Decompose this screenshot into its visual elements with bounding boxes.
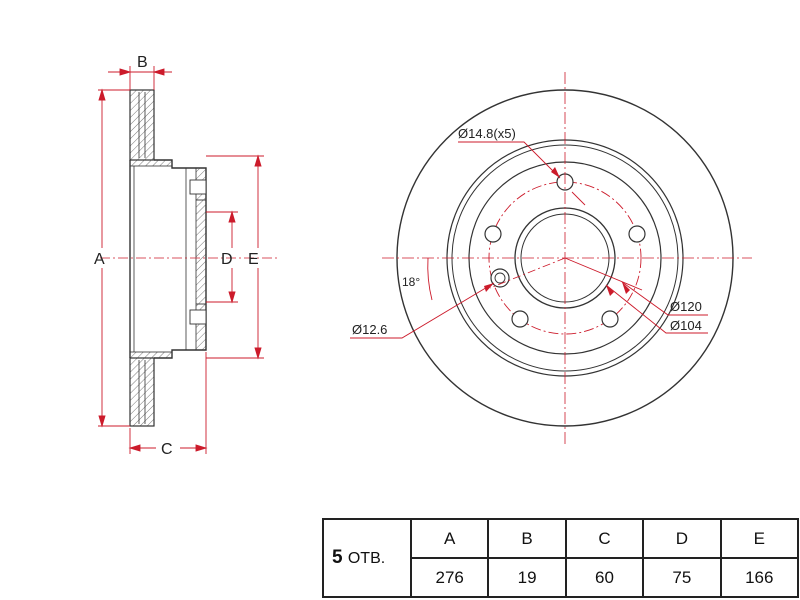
dimension-e <box>206 154 264 360</box>
spec-header-row: 5 ОТВ. A B C D E <box>322 518 800 598</box>
bolt-hole <box>484 225 502 243</box>
spec-value-e: 166 <box>719 557 800 598</box>
spec-value-d: 75 <box>642 557 722 598</box>
dimension-b-label: B <box>137 54 148 71</box>
spec-header-d: D <box>642 518 722 559</box>
angle-arc <box>427 257 433 301</box>
spec-header-a: A <box>409 518 490 559</box>
spec-table: 5 ОТВ. A B C D E 276 19 60 75 166 <box>322 518 800 598</box>
spec-header-e: E <box>719 518 800 559</box>
spec-value-a: 276 <box>409 557 490 598</box>
spec-header-c: C <box>564 518 645 559</box>
spec-value-row: 276 19 60 75 166 <box>323 557 800 598</box>
bolt-hole <box>628 225 646 243</box>
friction-ring-upper <box>129 89 155 161</box>
dimension-a <box>98 88 130 428</box>
holes-unit: ОТВ. <box>347 550 386 567</box>
bolt-hole <box>601 310 619 328</box>
side-view: A B C D <box>94 54 280 458</box>
dimension-d-label: D <box>221 251 233 268</box>
dimension-c <box>128 352 208 454</box>
technical-drawing: A B C D <box>94 54 752 458</box>
dimension-a-label: A <box>94 251 105 268</box>
bolt-hole <box>511 310 529 328</box>
holes-cell: 5 ОТВ. <box>322 518 412 598</box>
friction-ring-lower <box>129 357 155 427</box>
dimension-b <box>108 66 172 90</box>
bolt-hole-leader <box>458 141 561 179</box>
dimension-d <box>206 210 238 304</box>
spec-value-c: 60 <box>564 557 645 598</box>
center-bore-label: Ø104 <box>670 318 702 333</box>
pin-hole-leader <box>350 282 495 339</box>
spec-header-b: B <box>487 518 567 559</box>
bolt-hole-label: Ø14.8(x5) <box>458 126 516 141</box>
front-view: Ø14.8(x5) Ø120 Ø104 Ø12.6 18° <box>350 72 752 446</box>
pcd-leader <box>621 281 708 316</box>
dimension-e-label: E <box>248 251 259 268</box>
pcd-label: Ø120 <box>670 299 702 314</box>
dimension-c-label: C <box>161 441 173 458</box>
pin-hole-label: Ø12.6 <box>352 322 387 337</box>
spec-value-b: 19 <box>487 557 567 598</box>
angle-label: 18° <box>402 275 420 289</box>
bore-leader <box>605 284 708 334</box>
holes-count: 5 <box>332 547 343 568</box>
